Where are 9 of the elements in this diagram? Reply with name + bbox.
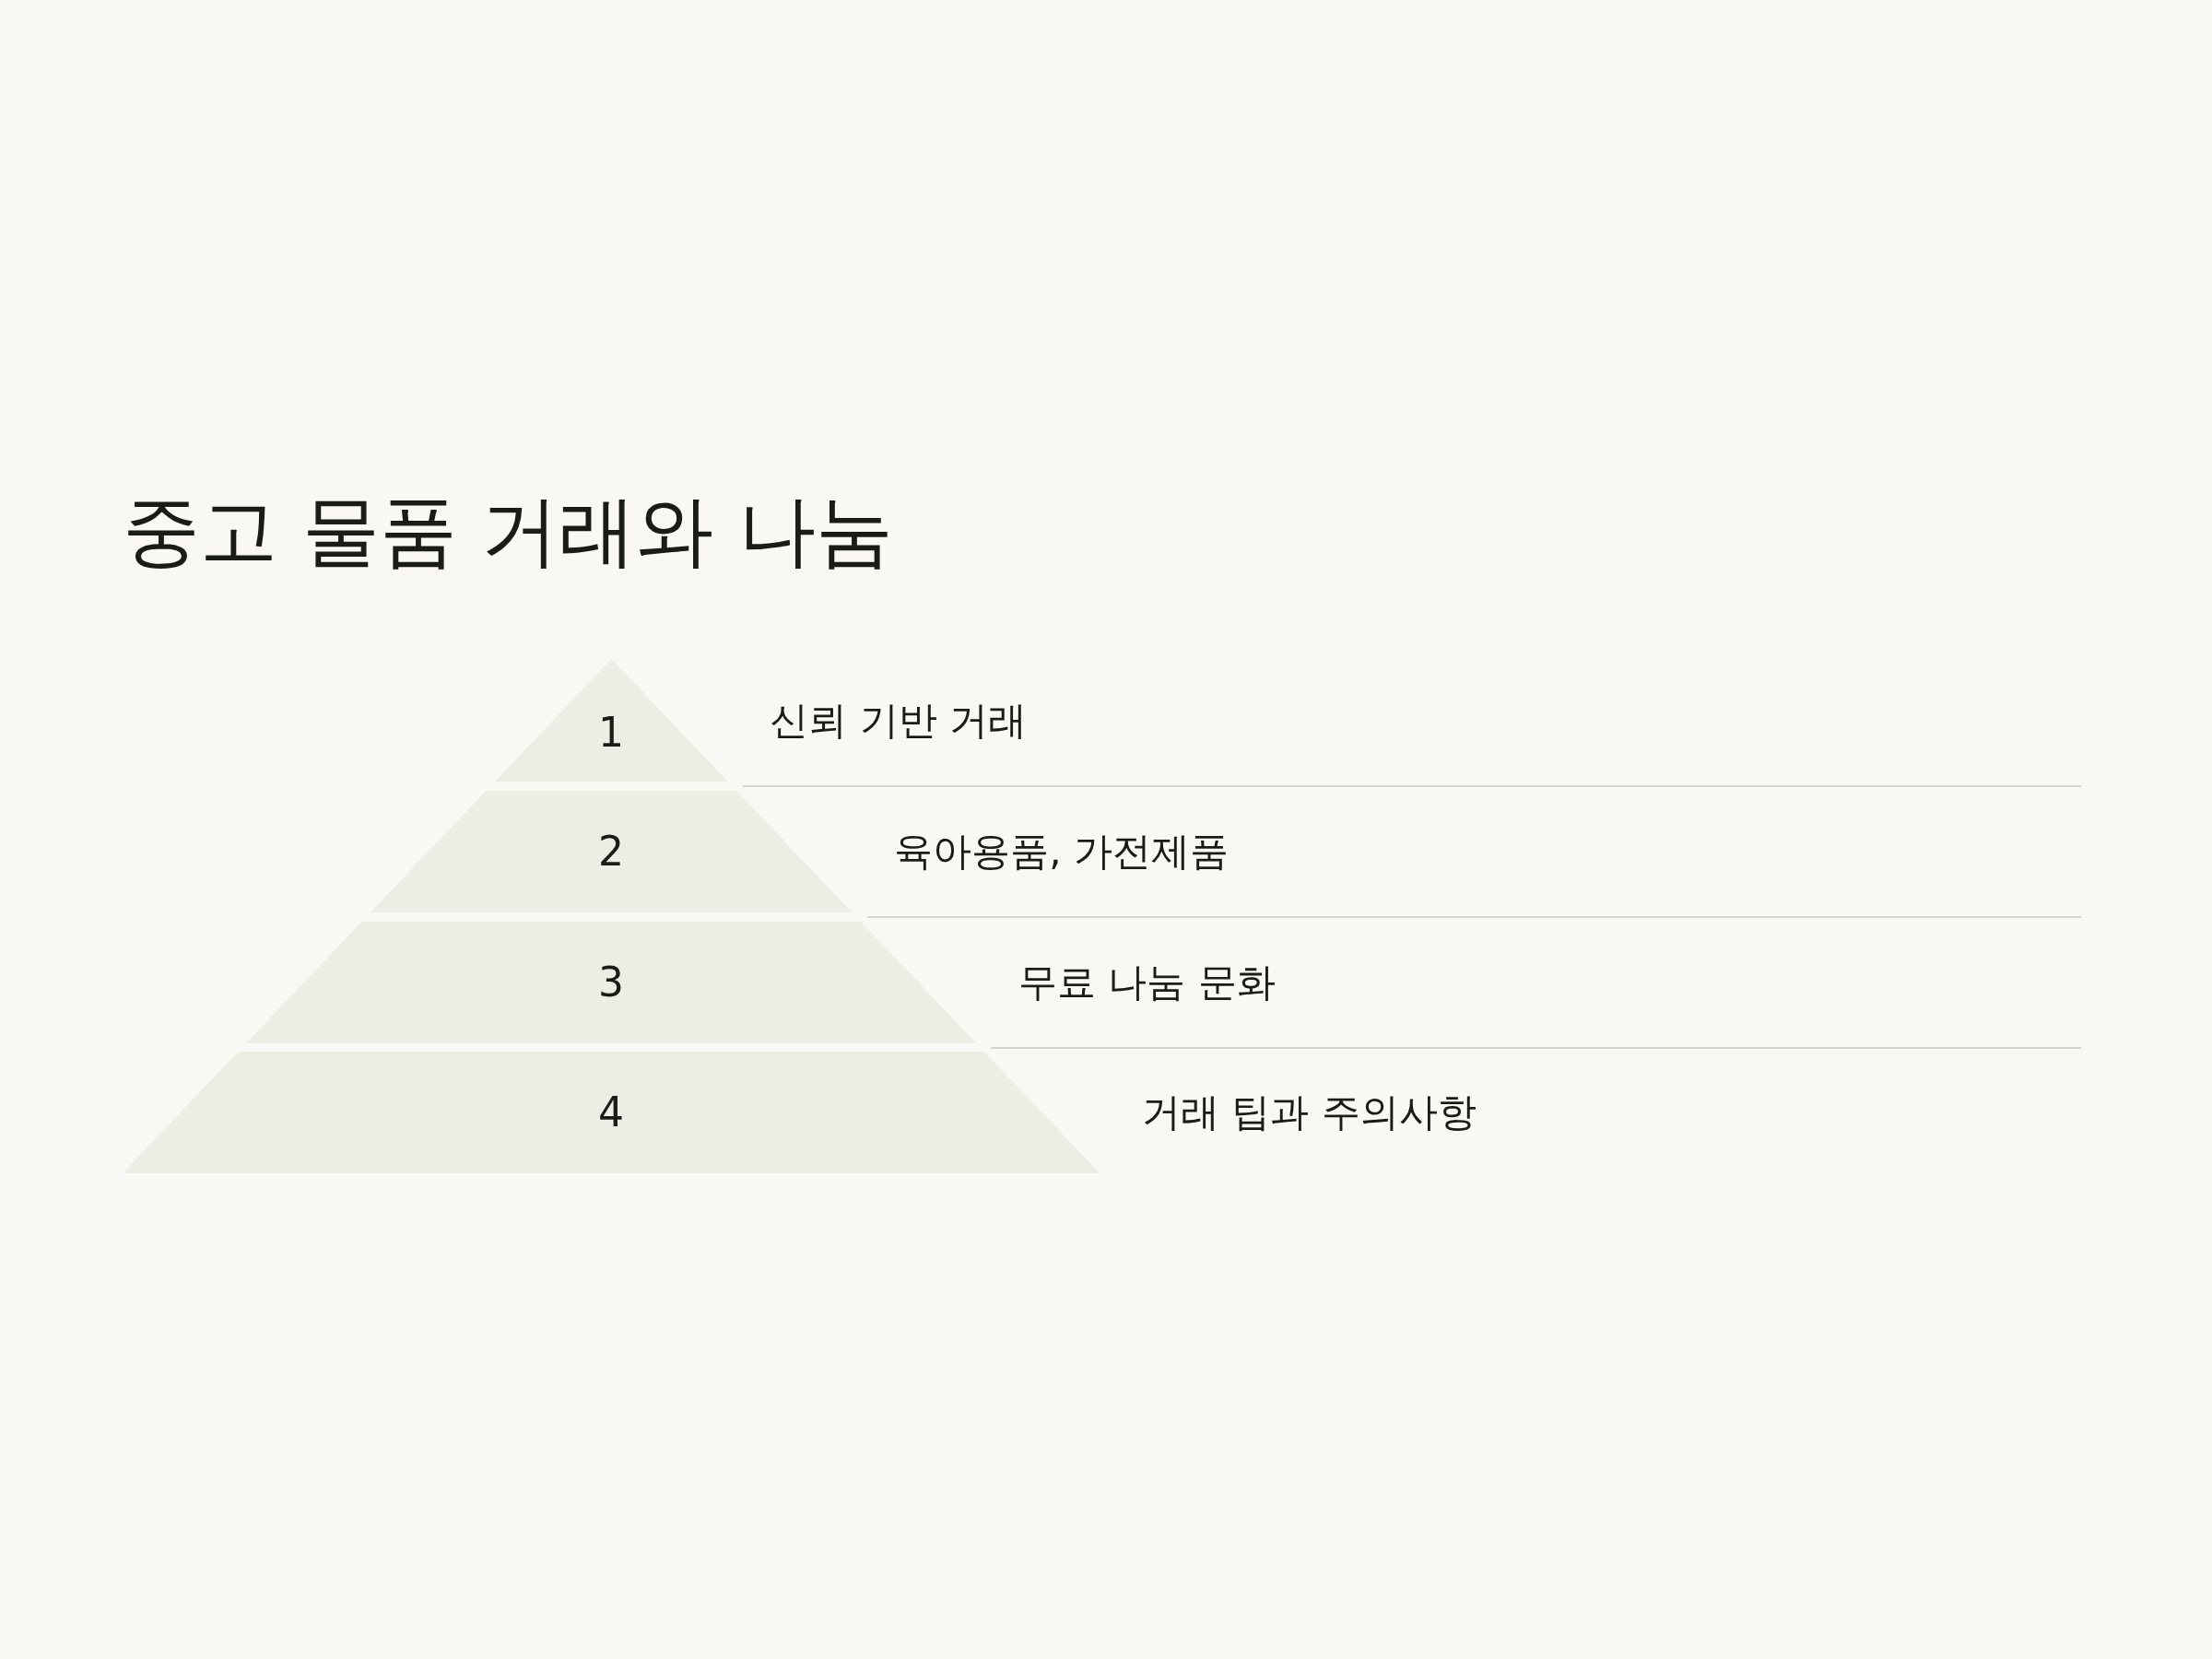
tier-number: 4 xyxy=(598,1092,624,1133)
tier-label: 신뢰 기반 거래 xyxy=(770,698,1028,743)
tier-label: 무료 나눔 문화 xyxy=(1018,959,1276,1006)
title: 중고 물품 거래와 나눔 xyxy=(123,488,894,574)
tier-label: 육아용품, 가전제품 xyxy=(894,829,1229,875)
tier-number: 1 xyxy=(598,712,624,753)
tier-label: 거래 팁과 주의사항 xyxy=(1142,1089,1477,1135)
tier-number: 3 xyxy=(598,962,624,1003)
tier-number: 2 xyxy=(598,831,624,872)
